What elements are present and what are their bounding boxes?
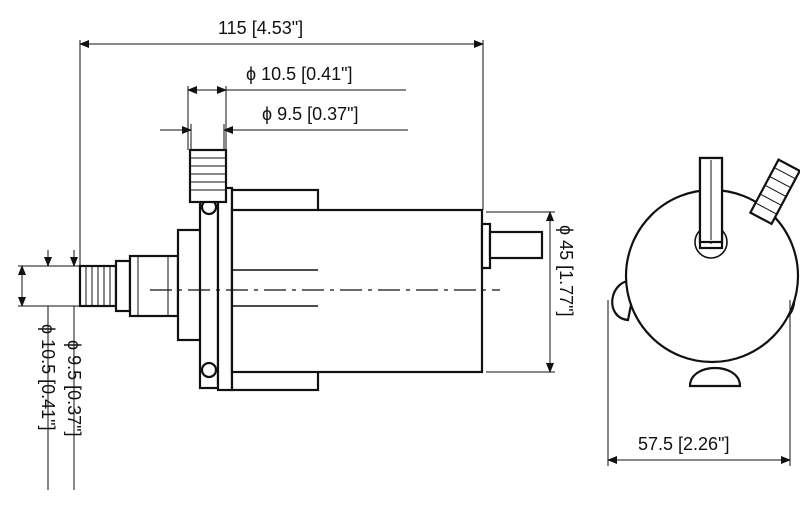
end-outlet-tube (694, 156, 728, 259)
outlet-outer-diameter-label: ϕ 10.5 [0.41"] (246, 64, 353, 84)
bottom-mount-lobe (688, 366, 742, 388)
outlet-inner-diameter-label: ϕ 9.5 [0.37"] (262, 104, 359, 124)
body-diameter-dimension: ϕ 45 [1.77"] (486, 211, 576, 373)
overall-length-dimension: 115 [4.53"] (79, 18, 484, 266)
outlet-outer-diameter-dimension: ϕ 10.5 [0.41"] (187, 64, 406, 150)
end-view-width-label: 57.5 [2.26"] (638, 434, 729, 454)
outlet-barb (188, 148, 228, 204)
end-view-width-dimension: 57.5 [2.26"] (607, 300, 791, 466)
inlet-inner-diameter-label: ϕ 9.5 [0.37"] (64, 340, 84, 437)
side-view (78, 148, 544, 392)
inlet-barb (78, 254, 180, 318)
body-diameter-label: ϕ 45 [1.77"] (556, 225, 576, 317)
inlet-diameter-dimensions: ϕ 9.5 [0.37"] ϕ 10.5 [0.41"] (18, 250, 84, 490)
inlet-outer-diameter-label: ϕ 10.5 [0.41"] (38, 324, 58, 431)
pump-head (176, 186, 234, 392)
outlet-inner-diameter-dimension: ϕ 9.5 [0.37"] (160, 104, 408, 150)
overall-length-label: 115 [4.53"] (218, 18, 303, 38)
end-angled-barb (748, 158, 800, 226)
end-view: 57.5 [2.26"] (607, 156, 800, 466)
